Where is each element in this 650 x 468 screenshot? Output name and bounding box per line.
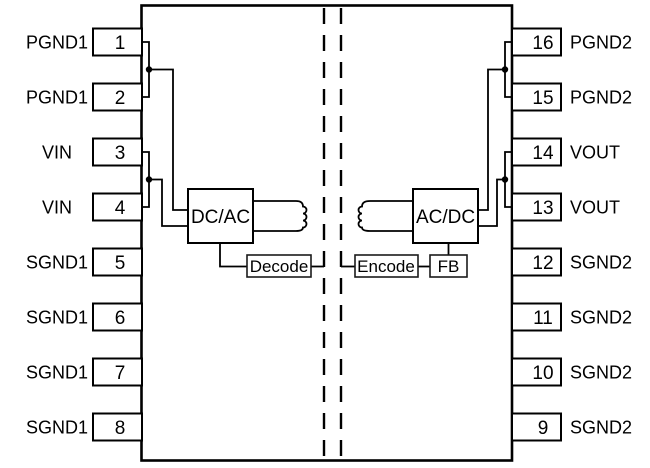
pin-number-4: 4: [115, 198, 126, 219]
pin-number-7: 7: [115, 363, 126, 384]
pin-label-10: SGND2: [570, 363, 632, 383]
pin-label-16: PGND2: [570, 33, 632, 53]
decode-block: Decode: [246, 254, 312, 278]
pin-row-14: 14 VOUT: [511, 137, 620, 167]
wire-pgnd1-to-dcac: [149, 68, 188, 211]
pin-row-3: 3 VIN: [42, 137, 143, 167]
pin-number-2: 2: [115, 88, 126, 109]
wire-vin-to-dcac: [149, 178, 188, 227]
fb-box: [429, 254, 468, 278]
pin-label-8: SGND1: [26, 418, 88, 438]
pin-label-3: VIN: [42, 143, 72, 163]
wire-vout-to-acdc: [478, 178, 505, 227]
pin-box-7: [92, 357, 143, 387]
chip-body-outline: [140, 4, 514, 462]
pin-label-11: SGND2: [570, 308, 632, 328]
pin-number-9: 9: [538, 418, 549, 439]
pin-number-12: 12: [532, 253, 553, 274]
pin-number-11: 11: [533, 308, 553, 329]
acdc-block: AC/DC: [412, 188, 479, 244]
pin-label-12: SGND2: [570, 253, 632, 273]
fb-label: FB: [438, 257, 460, 276]
dcac-box: [187, 188, 254, 244]
wire-dcac-to-decode: [219, 243, 247, 268]
fb-block: FB: [429, 254, 468, 278]
encode-block: Encode: [354, 254, 419, 278]
pin-label-2: PGND1: [26, 88, 88, 108]
decode-label: Decode: [250, 257, 309, 276]
pin-box-8: [92, 412, 143, 442]
pin-row-11: 11 SGND2: [511, 302, 632, 332]
pin-row-1: 1 PGND1: [26, 27, 143, 57]
pin-number-16: 16: [532, 33, 553, 54]
pin-label-5: SGND1: [26, 253, 88, 273]
pin-row-13: 13 VOUT: [511, 192, 620, 222]
pin-label-6: SGND1: [26, 308, 88, 328]
encode-label: Encode: [357, 257, 415, 276]
encode-box: [354, 254, 419, 278]
pin-label-14: VOUT: [570, 143, 620, 163]
pin-label-1: PGND1: [26, 33, 88, 53]
pin-number-14: 14: [532, 143, 554, 164]
pin-number-15: 15: [532, 88, 553, 109]
pin-label-7: SGND1: [26, 363, 88, 383]
secondary-winding-coil: [357, 200, 413, 232]
pin-row-5: 5 SGND1: [26, 247, 143, 277]
pin-box-4: [92, 192, 143, 222]
pin-label-13: VOUT: [570, 198, 620, 218]
pin-box-5: [92, 247, 143, 277]
pin-box-15: [511, 82, 562, 112]
pin-number-3: 3: [115, 143, 126, 164]
acdc-box: [412, 188, 479, 244]
pin-box-12: [511, 247, 562, 277]
pin-number-6: 6: [115, 308, 126, 329]
dcac-label: DC/AC: [191, 207, 250, 228]
pin-row-10: 10 SGND2: [511, 357, 632, 387]
primary-winding-coil: [253, 200, 308, 232]
pin-row-16: 16 PGND2: [511, 27, 632, 57]
pin-row-15: 15 PGND2: [511, 82, 632, 112]
pin-row-7: 7 SGND1: [26, 357, 143, 387]
pin-number-13: 13: [532, 198, 553, 219]
pin-number-5: 5: [115, 253, 126, 274]
pin-box-13: [511, 192, 562, 222]
pin-number-8: 8: [115, 418, 126, 439]
pin-row-4: 4 VIN: [42, 192, 143, 222]
pin-box-3: [92, 137, 143, 167]
pin-label-9: SGND2: [570, 418, 632, 438]
pin-row-2: 2 PGND1: [26, 82, 143, 112]
pin-row-6: 6 SGND1: [26, 302, 143, 332]
pin-box-14: [511, 137, 562, 167]
pin-row-9: 9 SGND2: [511, 412, 632, 442]
pin-number-10: 10: [532, 363, 553, 384]
pin-label-4: VIN: [42, 198, 72, 218]
pin-box-16: [511, 27, 562, 57]
pin-row-12: 12 SGND2: [511, 247, 632, 277]
decode-box: [246, 254, 312, 278]
wire-pgnd2-to-acdc: [478, 68, 505, 211]
pin-box-10: [511, 357, 562, 387]
acdc-label: AC/DC: [416, 207, 475, 228]
pin-box-11: [511, 302, 562, 332]
dcac-block: DC/AC: [187, 188, 254, 244]
pin-number-1: 1: [115, 33, 126, 54]
pin-box-6: [92, 302, 143, 332]
pin-box-9: [511, 412, 562, 442]
pin-label-15: PGND2: [570, 88, 632, 108]
pin-row-8: 8 SGND1: [26, 412, 143, 442]
